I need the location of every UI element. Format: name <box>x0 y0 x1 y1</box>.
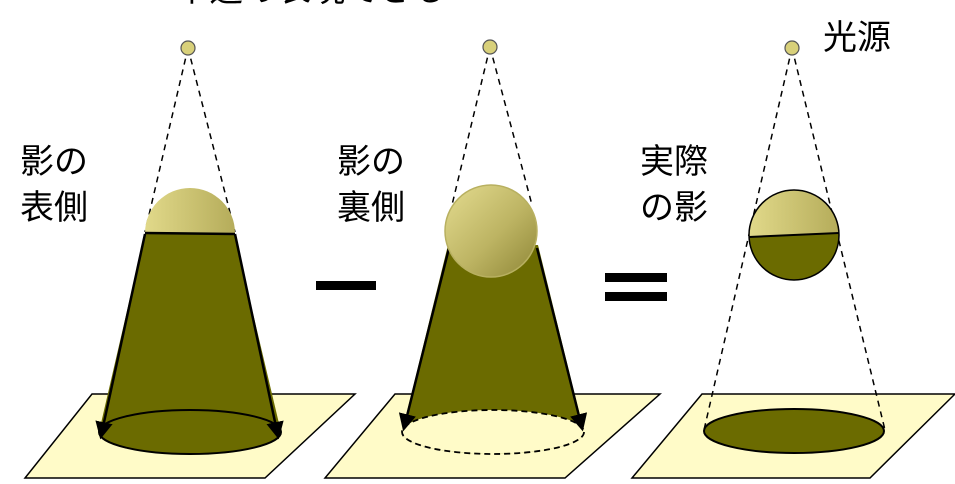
label-actual-shadow-1: 実際 <box>640 142 708 182</box>
light-source-point-2 <box>482 39 498 55</box>
label-shadow-back-2: 裏側 <box>337 188 405 228</box>
equals-operator-bottom <box>605 292 667 301</box>
light-ray-left-1 <box>144 47 189 233</box>
label-shadow-front-2: 表側 <box>20 188 88 228</box>
arrow-right-2 <box>535 247 588 432</box>
sphere-upper-half-3 <box>748 190 839 237</box>
shadow-base-ellipse-2 <box>401 409 585 455</box>
actual-shadow-ellipse <box>703 408 885 454</box>
shadow-volume-2 <box>402 245 584 454</box>
arrow-right-1 <box>233 233 284 440</box>
arrow-left-2 <box>398 247 451 432</box>
panel-shadow-back <box>323 39 662 479</box>
arrow-left-1 <box>95 233 147 440</box>
light-source-point-1 <box>180 40 196 56</box>
equals-operator-top <box>605 273 667 282</box>
cropped-title: 半透の表現できる <box>175 0 446 10</box>
sphere-divider-3 <box>748 232 840 238</box>
occluder-sphere-2 <box>444 184 538 278</box>
panel-actual-shadow <box>630 40 955 479</box>
minus-operator <box>316 281 376 290</box>
cap-edge-1 <box>144 231 236 236</box>
label-shadow-front-1: 影の <box>20 142 88 182</box>
shadow-base-ellipse-1 <box>98 409 282 455</box>
light-ray-right-1 <box>187 47 236 233</box>
light-source-point-3 <box>784 40 800 56</box>
occluder-sphere-outline-3 <box>748 189 840 281</box>
sphere-cap-1 <box>145 188 235 233</box>
panel-shadow-front <box>23 40 357 479</box>
light-ray-right-2 <box>489 46 533 206</box>
label-actual-shadow-2: の影 <box>640 188 708 228</box>
shadow-volume-1 <box>99 233 281 454</box>
label-light-source: 光源 <box>823 18 891 58</box>
light-ray-left-2 <box>451 46 491 206</box>
sphere-lower-half-3 <box>749 233 840 280</box>
label-shadow-back-1: 影の <box>337 142 405 182</box>
